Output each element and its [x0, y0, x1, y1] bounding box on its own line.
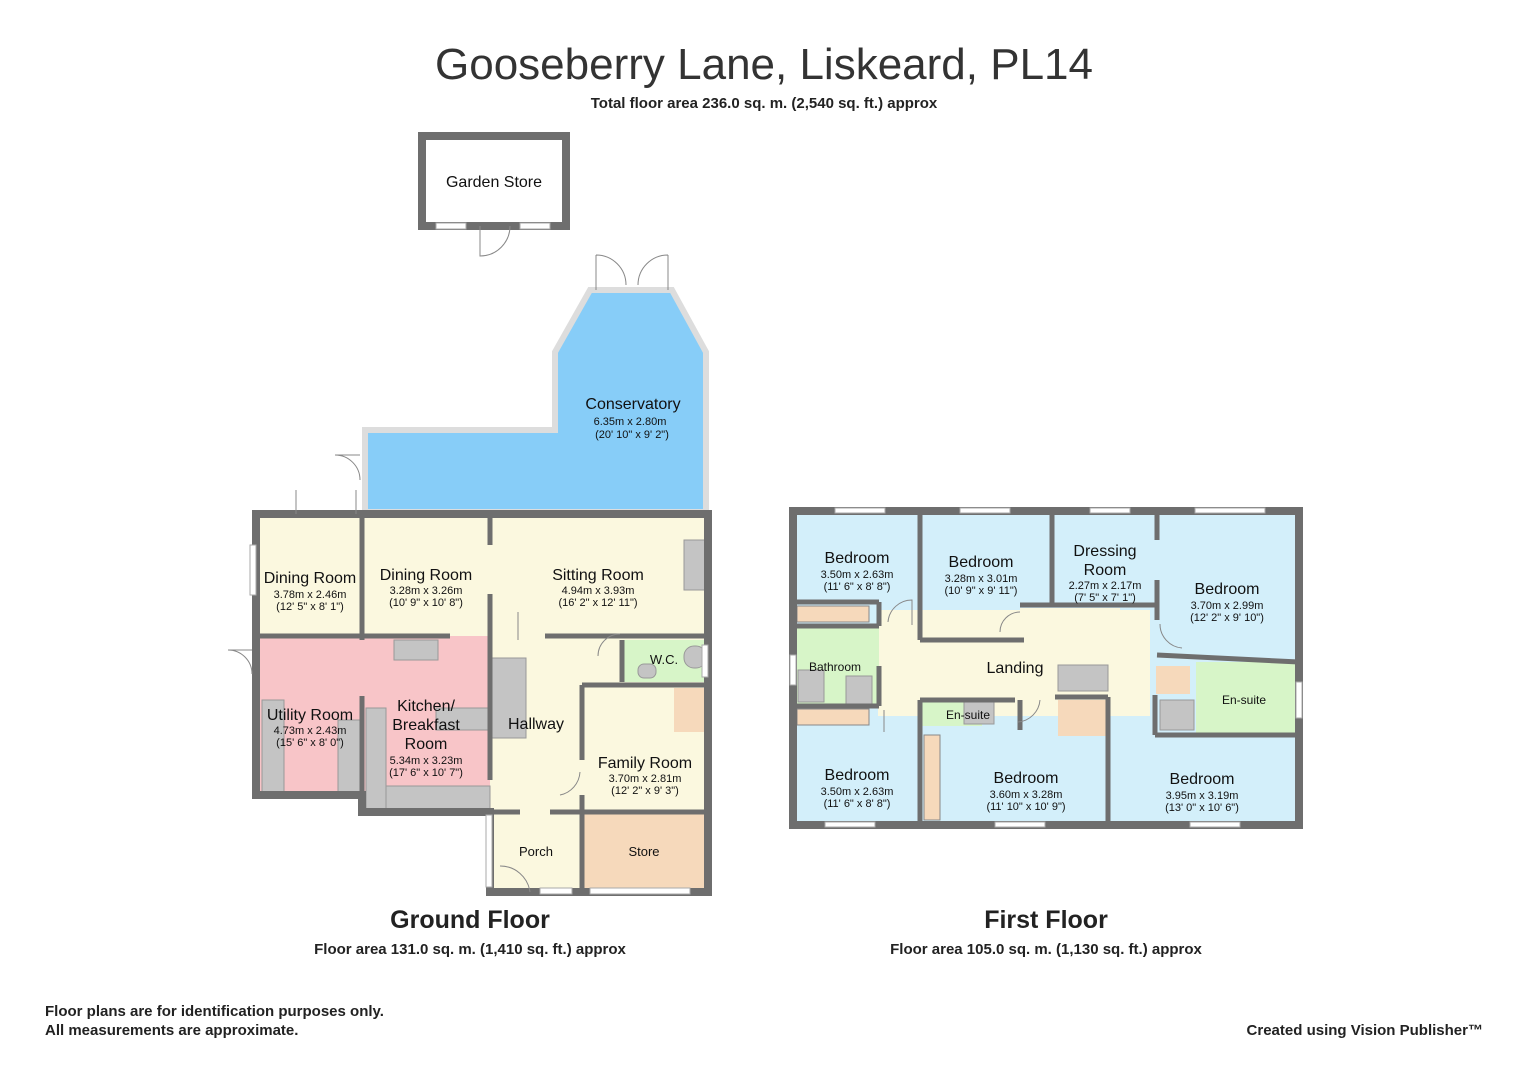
svg-text:Bathroom: Bathroom	[809, 660, 861, 674]
svg-text:3.50m x 2.63m: 3.50m x 2.63m	[821, 569, 894, 581]
svg-text:(12' 2" x 9' 3"): (12' 2" x 9' 3")	[611, 785, 679, 797]
svg-text:Landing: Landing	[987, 660, 1044, 677]
svg-text:(10' 9" x 10' 8"): (10' 9" x 10' 8")	[389, 597, 463, 609]
svg-text:5.34m x 3.23m: 5.34m x 3.23m	[390, 755, 463, 767]
svg-text:En-suite: En-suite	[1222, 693, 1266, 707]
ground-floor-area: Floor area 131.0 sq. m. (1,410 sq. ft.) …	[314, 941, 626, 958]
svg-text:(12' 5" x 8' 1"): (12' 5" x 8' 1")	[276, 601, 344, 613]
svg-text:3.28m x 3.26m: 3.28m x 3.26m	[390, 585, 463, 597]
svg-text:Dressing: Dressing	[1073, 543, 1136, 560]
svg-text:(20' 10" x 9' 2"): (20' 10" x 9' 2")	[595, 429, 669, 441]
svg-text:3.60m x 3.28m: 3.60m x 3.28m	[990, 789, 1063, 801]
conservatory: Conservatory 6.35m x 2.80m (20' 10" x 9'…	[334, 254, 709, 515]
first-floor-area: Floor area 105.0 sq. m. (1,130 sq. ft.) …	[890, 941, 1202, 958]
page-title: Gooseberry Lane, Liskeard, PL14	[435, 40, 1093, 89]
door-icon	[479, 225, 511, 257]
svg-text:4.94m x 3.93m: 4.94m x 3.93m	[562, 585, 635, 597]
svg-text:2.27m x 2.17m: 2.27m x 2.17m	[1069, 580, 1142, 592]
svg-text:Sitting Room: Sitting Room	[552, 567, 644, 584]
svg-text:3.95m x 3.19m: 3.95m x 3.19m	[1166, 790, 1239, 802]
svg-text:3.70m x 2.99m: 3.70m x 2.99m	[1191, 600, 1264, 612]
svg-text:Bedroom: Bedroom	[949, 554, 1014, 571]
svg-text:Conservatory: Conservatory	[585, 396, 680, 413]
svg-text:3.70m x 2.81m: 3.70m x 2.81m	[609, 773, 682, 785]
svg-text:Kitchen/: Kitchen/	[397, 698, 455, 715]
svg-text:(7' 5" x 7' 1"): (7' 5" x 7' 1")	[1074, 592, 1136, 604]
svg-text:4.73m x 2.43m: 4.73m x 2.43m	[274, 725, 347, 737]
svg-text:(15' 6" x 8' 0"): (15' 6" x 8' 0")	[276, 737, 344, 749]
svg-text:Bedroom: Bedroom	[1170, 771, 1235, 788]
svg-text:Dining Room: Dining Room	[380, 567, 472, 584]
svg-text:(12' 2" x 9' 10"): (12' 2" x 9' 10")	[1190, 612, 1264, 624]
svg-text:(17' 6" x 10' 7"): (17' 6" x 10' 7")	[389, 767, 463, 779]
disclaimer-line-1: Floor plans are for identification purpo…	[45, 1003, 384, 1020]
first-floor-plan: Bedroom 3.50m x 2.63m (11' 6" x 8' 8") B…	[789, 507, 1303, 829]
svg-text:3.78m x 2.46m: 3.78m x 2.46m	[274, 589, 347, 601]
total-floor-area: Total floor area 236.0 sq. m. (2,540 sq.…	[590, 95, 938, 112]
svg-text:Room: Room	[405, 736, 448, 753]
svg-text:3.28m x 3.01m: 3.28m x 3.01m	[945, 573, 1018, 585]
svg-text:Utility Room: Utility Room	[267, 707, 353, 724]
svg-text:Store: Store	[628, 844, 659, 859]
ground-floor-plan: Dining Room 3.78m x 2.46m (12' 5" x 8' 1…	[227, 490, 712, 896]
svg-text:Dining Room: Dining Room	[264, 570, 356, 587]
svg-text:(11' 10" x 10' 9"): (11' 10" x 10' 9")	[986, 801, 1065, 813]
credit: Created using Vision Publisher™	[1246, 1022, 1483, 1039]
svg-text:6.35m x 2.80m: 6.35m x 2.80m	[594, 416, 667, 428]
svg-text:Hallway: Hallway	[508, 716, 564, 733]
svg-text:(13' 0" x 10' 6"): (13' 0" x 10' 6")	[1165, 802, 1239, 814]
stairs-icon	[1057, 664, 1109, 692]
svg-text:Bedroom: Bedroom	[825, 550, 890, 567]
svg-text:Bedroom: Bedroom	[994, 770, 1059, 787]
svg-text:Room: Room	[1084, 562, 1127, 579]
fireplace-icon	[683, 539, 707, 591]
garden-store: Garden Store	[418, 132, 570, 257]
svg-text:(11' 6" x 8' 8"): (11' 6" x 8' 8")	[824, 798, 891, 810]
room-name: Garden Store	[446, 174, 542, 191]
svg-text:(10' 9" x 9' 11"): (10' 9" x 9' 11")	[945, 585, 1018, 597]
svg-text:Bedroom: Bedroom	[1195, 581, 1260, 598]
ground-floor-label: Ground Floor	[390, 906, 550, 934]
svg-text:3.50m x 2.63m: 3.50m x 2.63m	[821, 786, 894, 798]
svg-text:En-suite: En-suite	[946, 708, 990, 722]
svg-text:(16' 2" x 12' 11"): (16' 2" x 12' 11")	[558, 597, 637, 609]
svg-text:Family Room: Family Room	[598, 755, 692, 772]
svg-text:Porch: Porch	[519, 844, 553, 859]
disclaimer-line-2: All measurements are approximate.	[45, 1022, 299, 1039]
svg-text:W.C.: W.C.	[650, 652, 678, 667]
svg-text:Breakfast: Breakfast	[392, 717, 460, 734]
svg-text:Bedroom: Bedroom	[825, 767, 890, 784]
first-floor-label: First Floor	[984, 906, 1108, 934]
french-doors-icon	[595, 254, 669, 290]
svg-text:(11' 6" x 8' 8"): (11' 6" x 8' 8")	[824, 581, 891, 593]
